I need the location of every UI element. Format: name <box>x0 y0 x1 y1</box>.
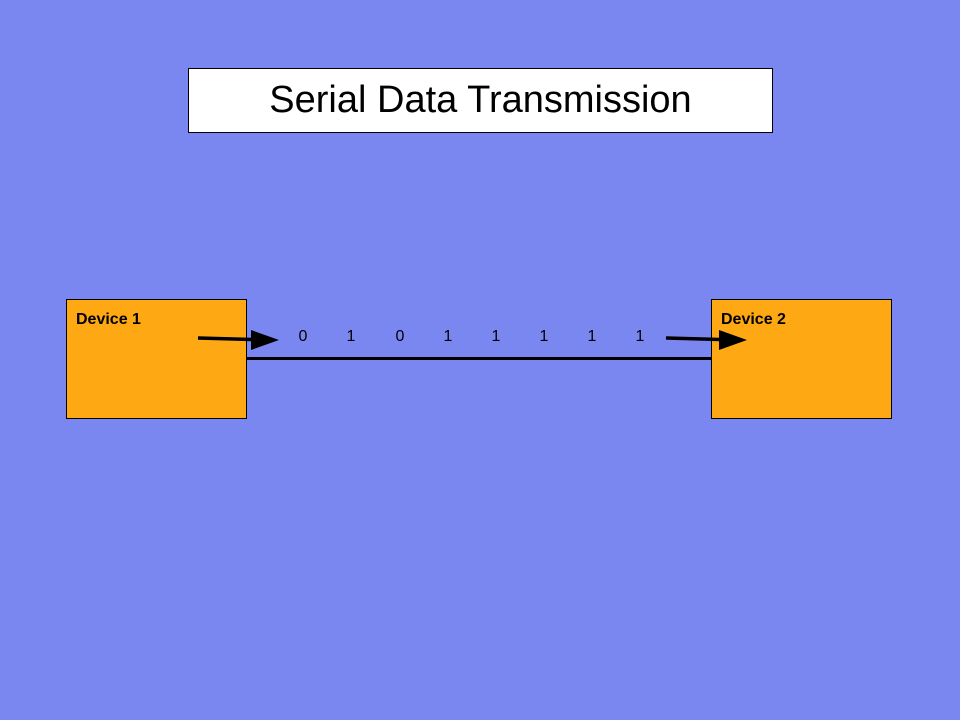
bit-7: 1 <box>635 328 645 345</box>
device-2-label: Device 2 <box>721 311 786 328</box>
transmission-line <box>247 357 712 360</box>
title-box: Serial Data Transmission <box>188 68 773 133</box>
page-title: Serial Data Transmission <box>269 79 692 121</box>
arrow-into-device-2 <box>665 330 747 350</box>
bit-6: 1 <box>587 328 597 345</box>
bit-5: 1 <box>539 328 549 345</box>
bit-4: 1 <box>491 328 501 345</box>
bit-2: 0 <box>395 328 405 345</box>
arrow-out-of-device-1 <box>197 330 279 350</box>
device-1-box: Device 1 <box>66 299 247 419</box>
bit-3: 1 <box>443 328 453 345</box>
bit-0: 0 <box>298 328 308 345</box>
bit-sequence: 0 1 0 1 1 1 1 1 <box>0 328 960 350</box>
bit-1: 1 <box>346 328 356 345</box>
device-1-label: Device 1 <box>76 311 141 328</box>
